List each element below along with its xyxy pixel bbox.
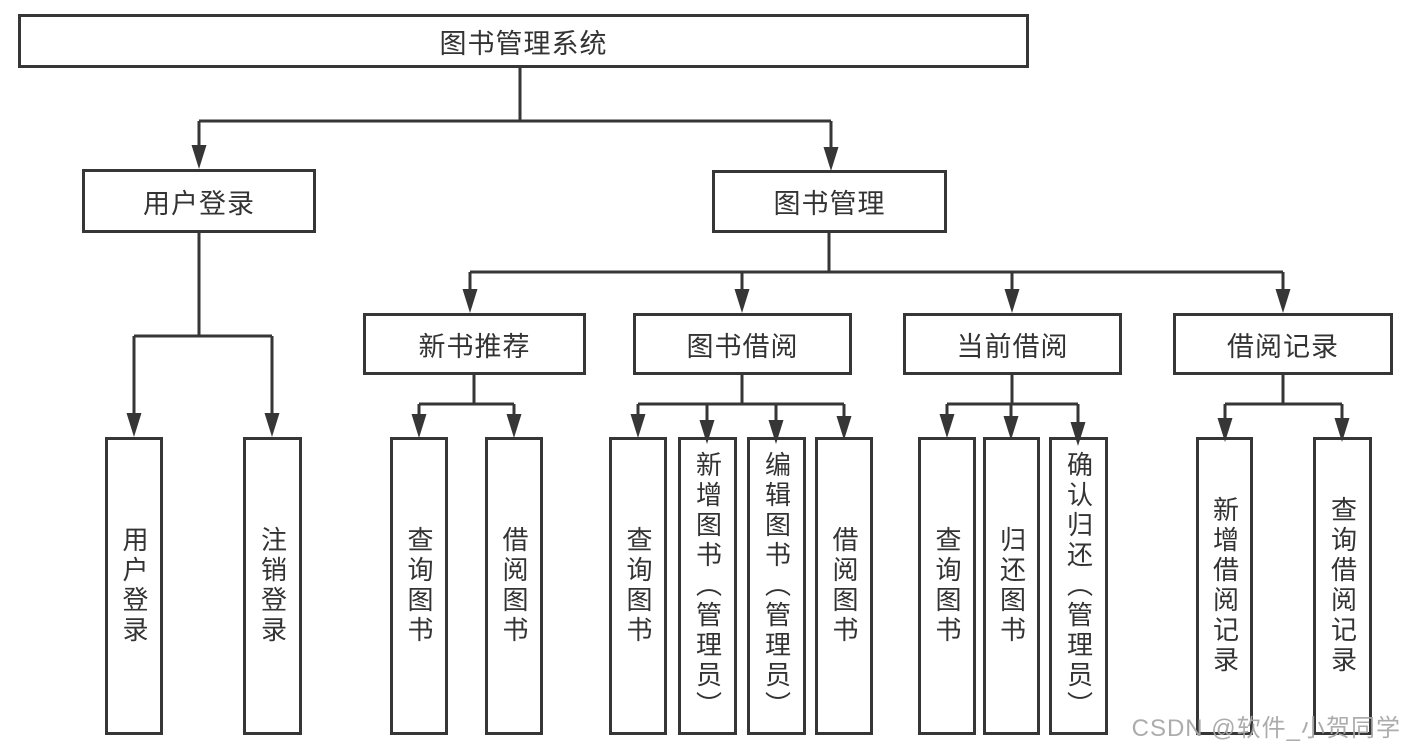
leaf-label: 归还图书 <box>996 526 1027 646</box>
leaf-label: 注销登录 <box>257 526 288 646</box>
leaf-label: 编辑图书（管理员） <box>761 451 792 721</box>
leaf-label: 查询借阅记录 <box>1327 496 1358 676</box>
leaf-borrow-query-books: 查询图书 <box>609 437 667 735</box>
leaf-label: 新增借阅记录 <box>1209 496 1240 676</box>
node-label: 借阅记录 <box>1227 331 1339 362</box>
leaf-label: 用户登录 <box>119 526 149 646</box>
leaf-records-add-record: 新增借阅记录 <box>1196 437 1253 735</box>
leaf-label: 确认归还（管理员） <box>1063 451 1094 721</box>
node-borrow-records: 借阅记录 <box>1173 313 1393 375</box>
leaf-logout: 注销登录 <box>243 437 302 735</box>
node-book-borrow: 图书借阅 <box>633 313 852 375</box>
node-current-borrow: 当前借阅 <box>903 313 1122 375</box>
leaf-label: 借阅图书 <box>499 526 529 646</box>
leaf-label: 借阅图书 <box>829 526 859 646</box>
node-book-management: 图书管理 <box>712 170 947 233</box>
node-root-label: 图书管理系统 <box>439 28 608 59</box>
node-label: 新书推荐 <box>418 331 531 362</box>
leaf-recommend-borrow-books: 借阅图书 <box>485 437 543 735</box>
node-new-book-recommend: 新书推荐 <box>363 313 586 375</box>
csdn-watermark: CSDN @软件_小贺同学 <box>1131 715 1401 742</box>
leaf-label: 查询图书 <box>932 526 962 646</box>
node-user-login: 用户登录 <box>82 169 316 233</box>
leaf-label: 新增图书（管理员） <box>692 451 723 721</box>
node-label: 图书借阅 <box>686 331 799 362</box>
leaf-borrow-edit-books-admin: 编辑图书（管理员） <box>747 437 806 735</box>
leaf-recommend-query-books: 查询图书 <box>390 437 448 735</box>
node-label: 用户登录 <box>143 188 255 219</box>
leaf-records-query-record: 查询借阅记录 <box>1313 437 1372 735</box>
node-root: 图书管理系统 <box>18 14 1029 68</box>
leaf-current-return-books: 归还图书 <box>983 437 1040 735</box>
leaf-current-confirm-return-admin: 确认归还（管理员） <box>1049 437 1108 735</box>
leaf-user-login: 用户登录 <box>105 437 163 735</box>
node-label: 图书管理 <box>773 189 886 219</box>
leaf-borrow-add-books-admin: 新增图书（管理员） <box>678 437 737 735</box>
leaf-label: 查询图书 <box>623 526 653 646</box>
leaf-label: 查询图书 <box>404 526 434 646</box>
leaf-current-query-books: 查询图书 <box>918 437 976 735</box>
node-label: 当前借阅 <box>956 331 1069 362</box>
leaf-borrow-borrow-books: 借阅图书 <box>815 437 873 735</box>
